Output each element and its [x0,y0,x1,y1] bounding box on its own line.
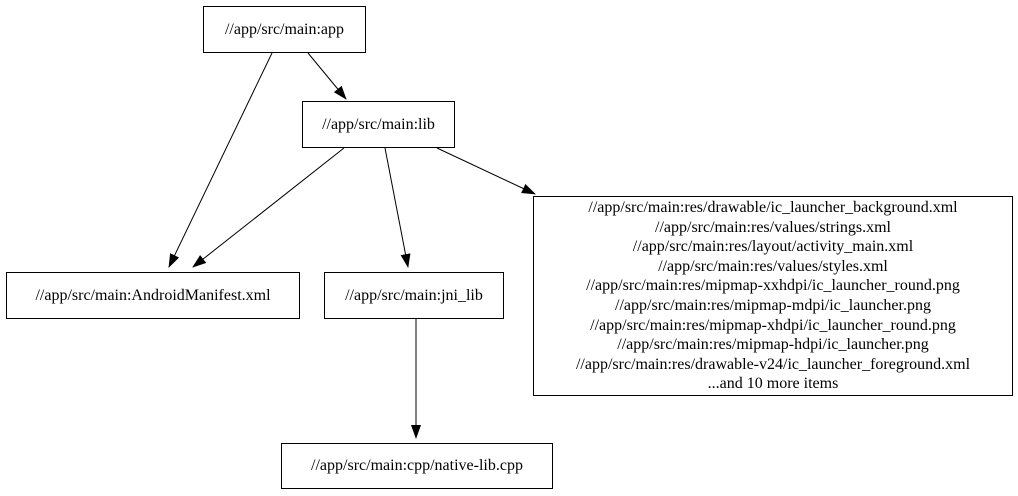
node-lib: //app/src/main:lib [302,101,455,148]
edge-lib-to-jni-lib [384,147,411,268]
resource-item: //app/src/main:res/values/strings.xml [655,218,891,236]
node-android-manifest: //app/src/main:AndroidManifest.xml [6,272,300,319]
node-app: //app/src/main:app [203,6,366,53]
resource-item: //app/src/main:res/mipmap-mdpi/ic_launch… [615,297,931,314]
node-lib-label: //app/src/main:lib [322,115,435,133]
node-app-label: //app/src/main:app [224,20,345,38]
resource-item: //app/src/main:res/mipmap-hdpi/ic_launch… [617,336,929,354]
resource-item: //app/src/main:res/values/styles.xml [658,257,888,275]
node-resources-group: //app/src/main:res/drawable/ic_launcher_… [533,196,1013,396]
edge-app-to-lib [307,52,347,100]
resource-item: //app/src/main:res/drawable/ic_launcher_… [588,199,958,217]
resource-item: //app/src/main:res/drawable-v24/ic_launc… [575,355,971,373]
node-jni-lib-label: //app/src/main:jni_lib [345,286,483,304]
node-jni-lib: //app/src/main:jni_lib [324,272,504,319]
resource-item: //app/src/main:res/layout/activity_main.… [632,238,914,256]
edge-lib-to-manifest [192,147,345,268]
edge-app-to-manifest [168,52,273,268]
resource-item: //app/src/main:res/mipmap-xhdpi/ic_launc… [590,316,956,334]
node-android-manifest-label: //app/src/main:AndroidManifest.xml [35,286,271,304]
resource-item-more: ...and 10 more items [707,375,839,393]
edge-lib-to-resources [436,147,536,195]
resource-item: //app/src/main:res/mipmap-xxhdpi/ic_laun… [586,277,960,295]
node-native-lib-cpp: //app/src/main:cpp/native-lib.cpp [281,443,553,489]
node-native-lib-cpp-label: //app/src/main:cpp/native-lib.cpp [311,457,523,474]
